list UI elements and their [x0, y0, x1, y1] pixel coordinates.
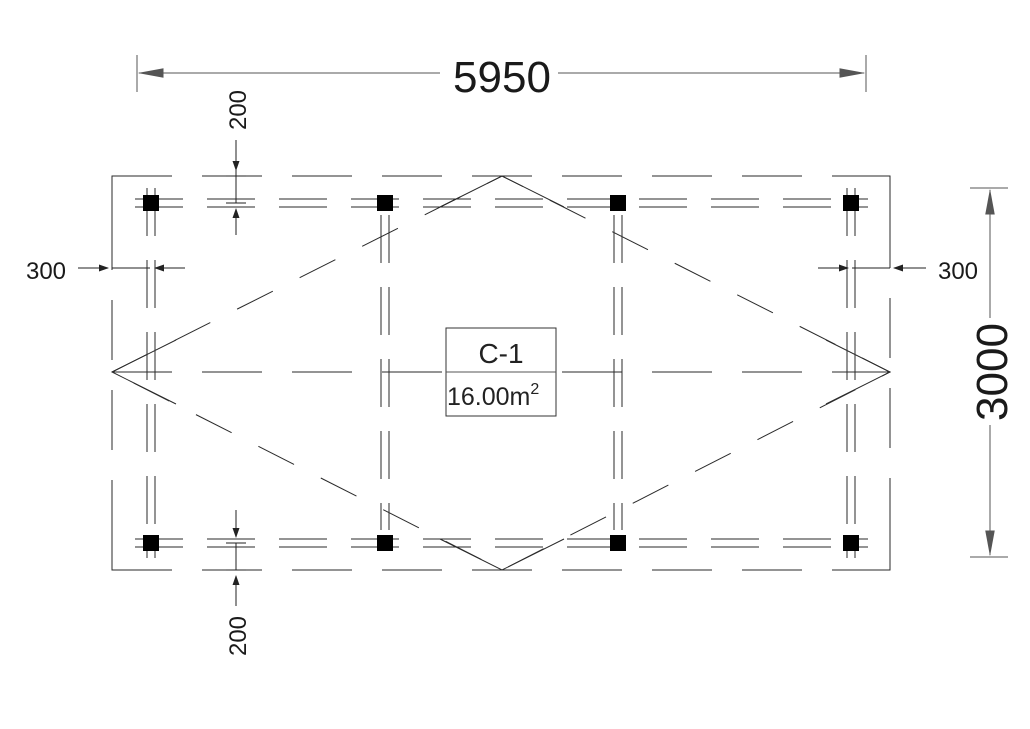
column-top-1 — [143, 195, 159, 211]
diamond-outline — [110, 175, 892, 571]
column-top-2 — [377, 195, 393, 211]
dimension-total-height — [970, 187, 1008, 558]
diamond-tip-right — [825, 339, 892, 405]
dimension-total-height-label: 3000 — [968, 323, 1017, 421]
column-top-4 — [843, 195, 859, 211]
footing-outline — [111, 175, 891, 571]
diamond-tip-top — [439, 175, 565, 208]
corner-bottom-left — [111, 530, 150, 571]
area-tag-name: C-1 — [478, 338, 523, 369]
area-tag: C-1 16.00m2 — [445, 327, 557, 417]
dimension-total-width — [136, 55, 867, 92]
dimension-bottom-offset-label: 200 — [225, 616, 252, 656]
dimension-top-offset — [226, 140, 246, 235]
area-tag-value: 16.00m2 — [447, 381, 539, 411]
diamond-tip-bottom — [439, 538, 565, 571]
column-top-3 — [610, 195, 626, 211]
column-bottom-3 — [610, 535, 626, 551]
columns — [143, 195, 859, 551]
area-tag-value-number: 16.00m — [447, 383, 530, 411]
column-bottom-2 — [377, 535, 393, 551]
corner-bottom-right — [852, 530, 891, 571]
dimension-total-width-label: 5950 — [453, 53, 551, 102]
area-tag-value-exponent: 2 — [530, 381, 539, 398]
dimension-left-offset-label: 300 — [26, 258, 66, 285]
diamond-tip-left — [110, 339, 177, 405]
column-bottom-1 — [143, 535, 159, 551]
dimension-right-offset-label: 300 — [938, 258, 978, 285]
dimension-top-offset-label: 200 — [225, 90, 252, 130]
dimension-bottom-offset — [226, 510, 246, 606]
column-bottom-4 — [843, 535, 859, 551]
corner-top-right — [852, 175, 891, 215]
corner-top-left — [111, 175, 150, 215]
